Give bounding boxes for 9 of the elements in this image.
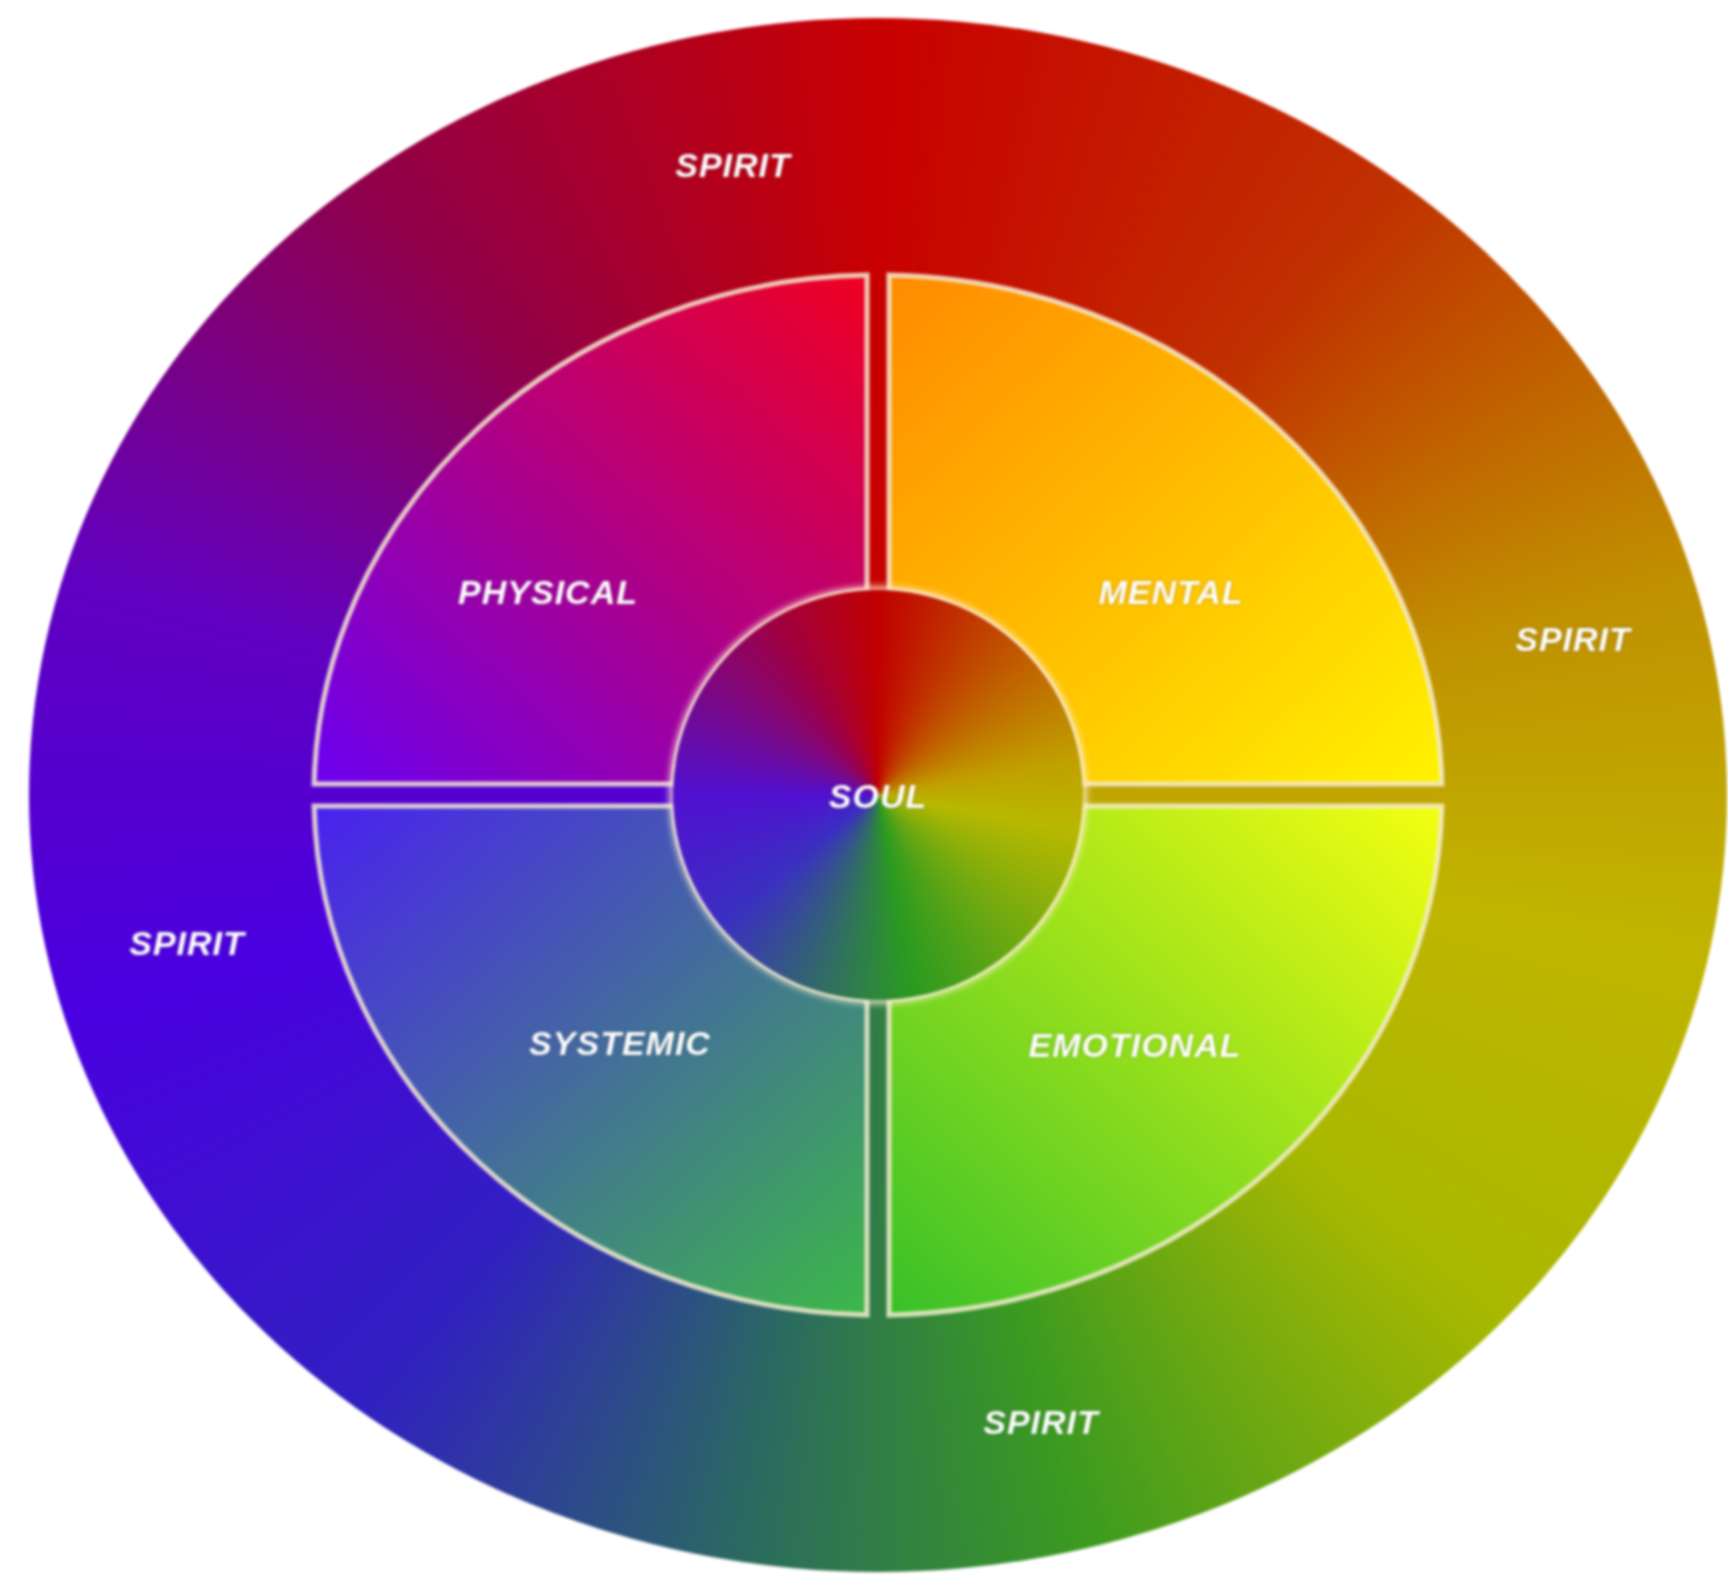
- segment-label: SPIRIT: [675, 145, 791, 185]
- segment-label: SOUL: [828, 776, 928, 816]
- segment-label: SYSTEMIC: [529, 1023, 711, 1063]
- segment-label: SPIRIT: [129, 923, 245, 963]
- segment-label: PHYSICAL: [458, 572, 638, 612]
- segment-label: SPIRIT: [1515, 619, 1631, 659]
- segment-label: MENTAL: [1098, 572, 1244, 612]
- segment-label: EMOTIONAL: [1028, 1025, 1242, 1065]
- segment-label: SPIRIT: [983, 1402, 1099, 1442]
